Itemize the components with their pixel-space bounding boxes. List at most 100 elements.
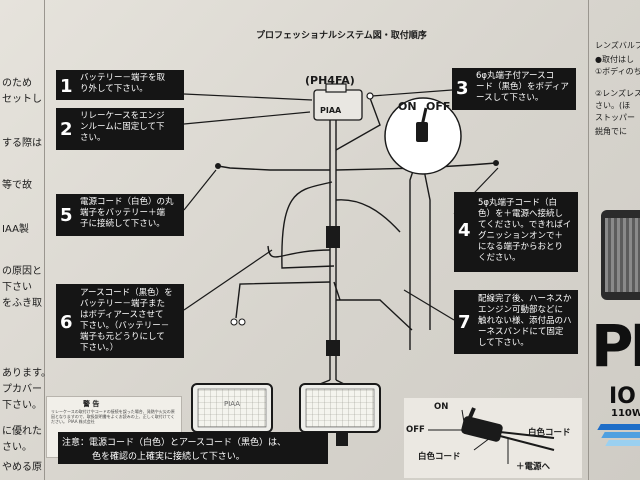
step-number: 1 <box>60 76 73 97</box>
right-line: ②レンズレス <box>595 89 640 98</box>
step-box-4: 4 5φ丸端子コード（白 色）を＋電源へ接続し てください。できればイ グニッシ… <box>454 192 578 272</box>
step-line: り外して下さい。 <box>80 84 148 94</box>
harness-branch <box>281 181 335 269</box>
left-line: やめる原 <box>2 462 42 473</box>
switch-inset-drawing <box>428 407 555 464</box>
power-cord <box>217 165 330 171</box>
inset-plus-power-label: ＋電源へ <box>516 462 551 472</box>
left-line: プカバー <box>2 384 42 395</box>
relay-case <box>313 89 363 121</box>
ignition-terminal <box>493 160 499 166</box>
step-number: 5 <box>60 205 73 226</box>
step-box-2: 2 リレーケースをエンジ ンルームに固定して下 さい。 <box>56 108 184 150</box>
right-line: ストッパー <box>595 113 635 122</box>
switch-icon <box>416 122 428 142</box>
battery-terminal <box>215 163 221 169</box>
step-text: 5φ丸端子コード（白 色）を＋電源へ接続し てください。できればイ グニッション… <box>478 198 571 264</box>
step-box-6: 6 アースコード（黒色）を バッテリー－端子また はボディアースさせて 下さい。… <box>56 284 184 358</box>
warning-title: 警 告 <box>83 400 100 408</box>
step-text: アースコード（黒色）を バッテリー－端子また はボディアースさせて 下さい。（バ… <box>80 288 173 354</box>
step-line: 5φ丸端子コード（白 <box>478 198 558 208</box>
step-line: 配線完了後、ハーネスか <box>478 294 572 304</box>
step-line: ンルームに固定して下 <box>80 122 165 132</box>
step-line: アースコード（黒色）を <box>80 288 173 298</box>
warning-body: リレーケースの取付けやコードの接続を誤った場合、発熱や火災の原因となりますので、… <box>51 409 175 424</box>
step-line: グニッションオンで＋ <box>478 231 564 241</box>
step-line: 電源コード（白色）の丸 <box>80 197 174 207</box>
left-line: 下さい <box>2 282 32 293</box>
switch-inset: ON OFF 白色コード 白色コード ＋電源へ <box>404 398 582 478</box>
caution-line-2: 色を確認の上確実に接続して下さい。 <box>92 452 245 462</box>
relay-brand: PIAA <box>320 106 342 115</box>
step-line: 触れない様、添付品のハ <box>478 316 572 326</box>
right-line: 鋭角でに <box>595 127 627 136</box>
left-line: に優れた <box>2 426 42 437</box>
right-line: レンズバルブ <box>595 41 640 50</box>
step-line: 子に接続して下さい。 <box>80 219 165 229</box>
step-box-5: 5 電源コード（白色）の丸 端子をバッテリー＋端 子に接続して下さい。 <box>56 194 184 236</box>
ground-cord <box>335 97 381 151</box>
ground-terminal <box>366 92 374 100</box>
step-line: エンジン可動部などに <box>478 305 564 315</box>
lamp-brand: PIAA <box>224 400 241 408</box>
right-text-column: レンズバルブ ●取付はし ①ボディのち ②レンズレス さい。(ほ ストッパー 鋭… <box>588 0 640 480</box>
step-line: さい。 <box>80 133 106 143</box>
step-text: バッテリー－端子を取 り外して下さい。 <box>80 73 165 95</box>
switch-off-label: OFF <box>426 100 451 113</box>
step-line: 端子をバッテリー＋端 <box>80 208 166 218</box>
step-line: ーネスバンドにて固定 <box>478 327 564 337</box>
inset-off-label: OFF <box>406 425 425 435</box>
right-line: ●取付はし <box>595 55 634 64</box>
left-line: セットし <box>2 94 42 105</box>
lamp-right-icon <box>299 383 381 446</box>
step-box-7: 7 配線完了後、ハーネスか エンジン可動部などに 触れない様、添付品のハ ーネス… <box>454 290 578 354</box>
model-number: (PH4FA) <box>305 74 355 87</box>
step-text: 配線完了後、ハーネスか エンジン可動部などに 触れない様、添付品のハ ーネスバン… <box>478 294 572 349</box>
caution-bar: 注意：電源コード（白色）とアースコード（黒色）は、 色を確認の上確実に接続して下… <box>58 432 328 464</box>
inset-white-cord-label: 白色コード <box>528 428 571 438</box>
step-line: 端子も元どうりにして <box>80 332 165 342</box>
inset-white-cord-label: 白色コード <box>418 452 461 462</box>
step-line: リレーケースをエンジ <box>80 111 165 121</box>
step-text: 電源コード（白色）の丸 端子をバッテリー＋端 子に接続して下さい。 <box>80 197 174 230</box>
brand-logo: PI <box>591 312 640 380</box>
left-line: あります。 <box>2 368 51 379</box>
left-line: 等で故 <box>2 180 32 191</box>
lamp-lens <box>605 218 640 292</box>
step-line: ください。 <box>478 253 521 263</box>
step-line: 下さい。） <box>80 343 119 353</box>
lamp-left-icon <box>191 383 273 446</box>
step-text: リレーケースをエンジ ンルームに固定して下 さい。 <box>80 111 165 144</box>
wattage-badge: IO <box>609 384 636 409</box>
inset-on-label: ON <box>434 402 449 412</box>
step-number: 3 <box>456 78 469 99</box>
left-line: をふき取 <box>2 298 42 309</box>
step-line: 色）を＋電源へ接続し <box>478 209 564 219</box>
harness-connector <box>326 226 340 248</box>
step-number: 4 <box>458 220 471 241</box>
lamp-cord-left <box>235 281 331 319</box>
wattage-sub: 110W <box>611 408 640 419</box>
left-line: の原因と <box>2 266 42 277</box>
step-line: ースして下さい。 <box>476 93 544 103</box>
step-text: 6φ丸端子付アースコ ード（黒色）をボディア ースして下さい。 <box>476 71 569 104</box>
left-text-column: のため セットし する際は 等で故 IAA製 の原因と 下さい をふき取 ありま… <box>0 0 51 480</box>
step-line: 下さい。（バッテリー－ <box>80 321 170 331</box>
left-line: さい。 <box>2 442 32 453</box>
left-line: のため <box>2 78 32 89</box>
step-line: バッテリー－端子を取 <box>80 73 166 83</box>
step-box-1: 1 バッテリー－端子を取 り外して下さい。 <box>56 70 184 100</box>
step-line: 6φ丸端子付アースコ <box>476 71 555 81</box>
switch-on-label: ON <box>398 100 417 113</box>
step-box-3: 3 6φ丸端子付アースコ ード（黒色）をボディア ースして下さい。 <box>452 68 576 110</box>
page-title: プロフェッショナルシステム図・取付順序 <box>256 31 427 41</box>
step-line: ード（黒色）をボディア <box>476 82 569 92</box>
step-number: 7 <box>458 312 471 333</box>
right-line: ①ボディのち <box>595 67 640 76</box>
step-line: バッテリー－端子また <box>80 299 166 309</box>
step-line: になる端子からおとり <box>478 242 564 252</box>
caution-line-1: 注意：電源コード（白色）とアースコード（黒色）は、 <box>62 438 287 448</box>
step-number: 6 <box>60 312 73 333</box>
